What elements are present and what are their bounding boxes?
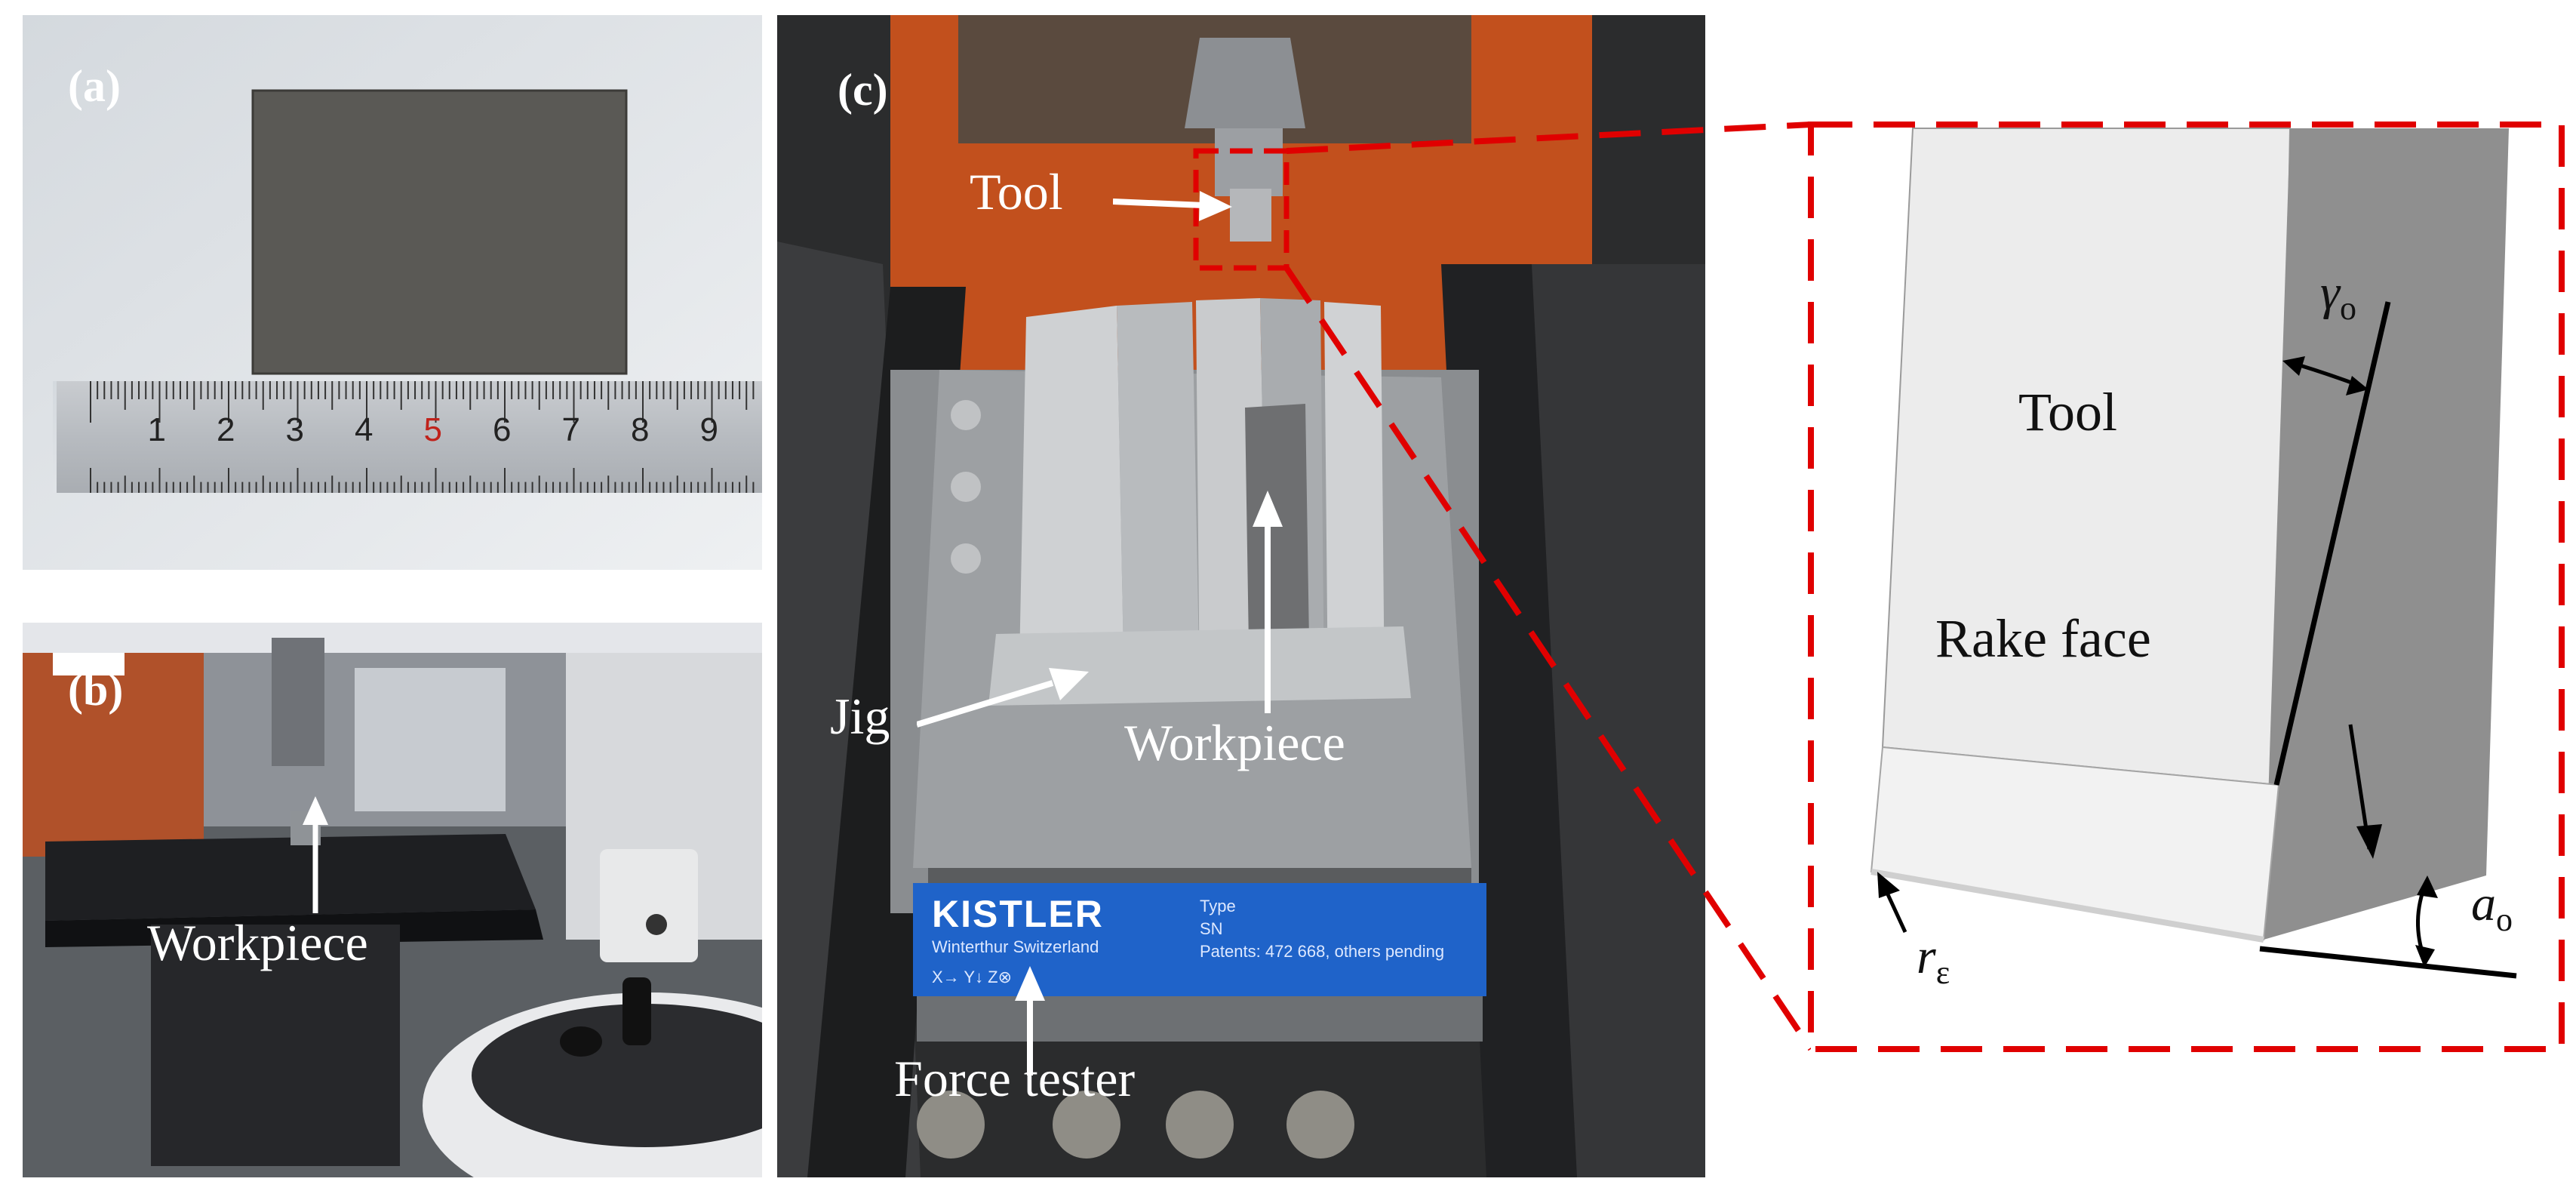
panel-b-label: (b) bbox=[68, 665, 124, 715]
tool-front-face bbox=[1881, 128, 2292, 786]
kistler-place: Winterthur Switzerland bbox=[932, 937, 1099, 956]
ruler-number: 7 bbox=[561, 411, 580, 448]
workpiece-arrow-c bbox=[1253, 491, 1283, 713]
kistler-axes: X→ Y↓ Z⊗ bbox=[932, 968, 1013, 986]
specimen-plate bbox=[253, 91, 626, 374]
tool-schematic-drawing bbox=[1808, 122, 2565, 1052]
force-tester-arrow bbox=[1015, 966, 1045, 1075]
ruler-number: 2 bbox=[217, 411, 235, 448]
panel-c-photo: (c) KISTLER Winterthur Switzerland Type … bbox=[777, 15, 1705, 1177]
ruler bbox=[57, 381, 762, 493]
kistler-plate bbox=[913, 883, 1486, 996]
jig-bar-left bbox=[1019, 306, 1124, 702]
tool-bit bbox=[1230, 189, 1271, 242]
jig-label: Jig bbox=[830, 688, 890, 745]
panel-d-tool-schematic: Tool Rake face γo ao rε bbox=[1807, 121, 2565, 1053]
ruler-number: 1 bbox=[147, 411, 166, 448]
panel-a-label: (a) bbox=[68, 61, 121, 111]
rake-face-label: Rake face bbox=[1935, 608, 2151, 669]
kistler-patents: Patents: 472 668, others pending bbox=[1200, 942, 1445, 961]
nose-radius-symbol: rε bbox=[1917, 929, 1950, 992]
workpiece-label-b: Workpiece bbox=[147, 914, 368, 971]
ruler-number: 9 bbox=[699, 411, 718, 448]
tool-side-face bbox=[2264, 128, 2509, 940]
ruler-number: 5 bbox=[423, 411, 442, 448]
kistler-type: Type bbox=[1200, 897, 1236, 915]
jig-arrow bbox=[917, 668, 1089, 728]
kistler-logo: KISTLER bbox=[932, 893, 1104, 935]
tool-label-c: Tool bbox=[970, 163, 1063, 220]
rake-angle-line bbox=[2273, 301, 2391, 786]
clearance-angle-symbol: ao bbox=[2471, 876, 2513, 939]
ruler-number: 8 bbox=[631, 411, 650, 448]
rake-angle-symbol: γo bbox=[2320, 265, 2357, 328]
jig-bar-right bbox=[1324, 302, 1385, 698]
panel-b-photo: (b) Workpiece bbox=[23, 623, 762, 1177]
ruler-number: 6 bbox=[493, 411, 512, 448]
panel-a-photo: 12345678910 (a) bbox=[23, 15, 762, 570]
tool-highlight-box bbox=[1193, 148, 1290, 271]
xy-stage bbox=[45, 834, 536, 921]
panel-c-label: (c) bbox=[838, 65, 888, 115]
panel-a-illustration bbox=[23, 15, 762, 570]
tool-label-d: Tool bbox=[2018, 382, 2117, 442]
ruler-number: 3 bbox=[285, 411, 304, 448]
kistler-sn: SN bbox=[1200, 919, 1223, 938]
workpiece-label-c: Workpiece bbox=[1124, 714, 1345, 771]
ruler-number: 4 bbox=[355, 411, 373, 448]
force-tester-label: Force tester bbox=[894, 1050, 1136, 1107]
clearance-reference-line bbox=[2259, 946, 2517, 979]
tool-arrow bbox=[1113, 191, 1232, 221]
ruler-ticks bbox=[90, 381, 755, 493]
panel-c-illustration bbox=[777, 15, 1705, 1177]
